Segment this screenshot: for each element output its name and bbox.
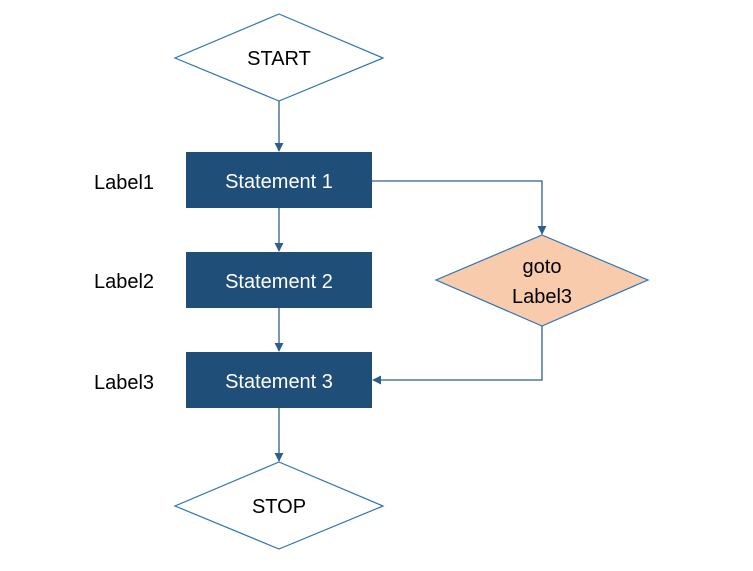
start-node: START — [173, 13, 385, 102]
statement-2-node: Statement 2 — [186, 252, 372, 308]
arrow-statement-1-to-goto — [372, 180, 547, 235]
stop-diamond — [173, 461, 385, 550]
statement-1-box — [186, 152, 372, 208]
goto-node: goto Label3 — [434, 234, 650, 327]
statement-3-box — [186, 352, 372, 408]
start-label: START — [247, 48, 311, 70]
statement-1-label: Statement 1 — [225, 171, 333, 193]
label-1: Label1 — [94, 172, 154, 194]
arrow-goto-to-statement-3 — [372, 326, 543, 385]
stop-label: STOP — [252, 496, 306, 518]
statement-3-label: Statement 3 — [225, 371, 333, 393]
goto-label-line1: goto — [523, 256, 562, 278]
goto-label-line2: Label3 — [512, 286, 572, 308]
statement-2-box — [186, 252, 372, 308]
stop-node: STOP — [173, 461, 385, 550]
statement-1-node: Statement 1 — [186, 152, 372, 208]
statement-3-node: Statement 3 — [186, 352, 372, 408]
label-3: Label3 — [94, 372, 154, 394]
statement-2-label: Statement 2 — [225, 271, 333, 293]
label-2: Label2 — [94, 271, 154, 293]
goto-diamond — [434, 234, 650, 327]
